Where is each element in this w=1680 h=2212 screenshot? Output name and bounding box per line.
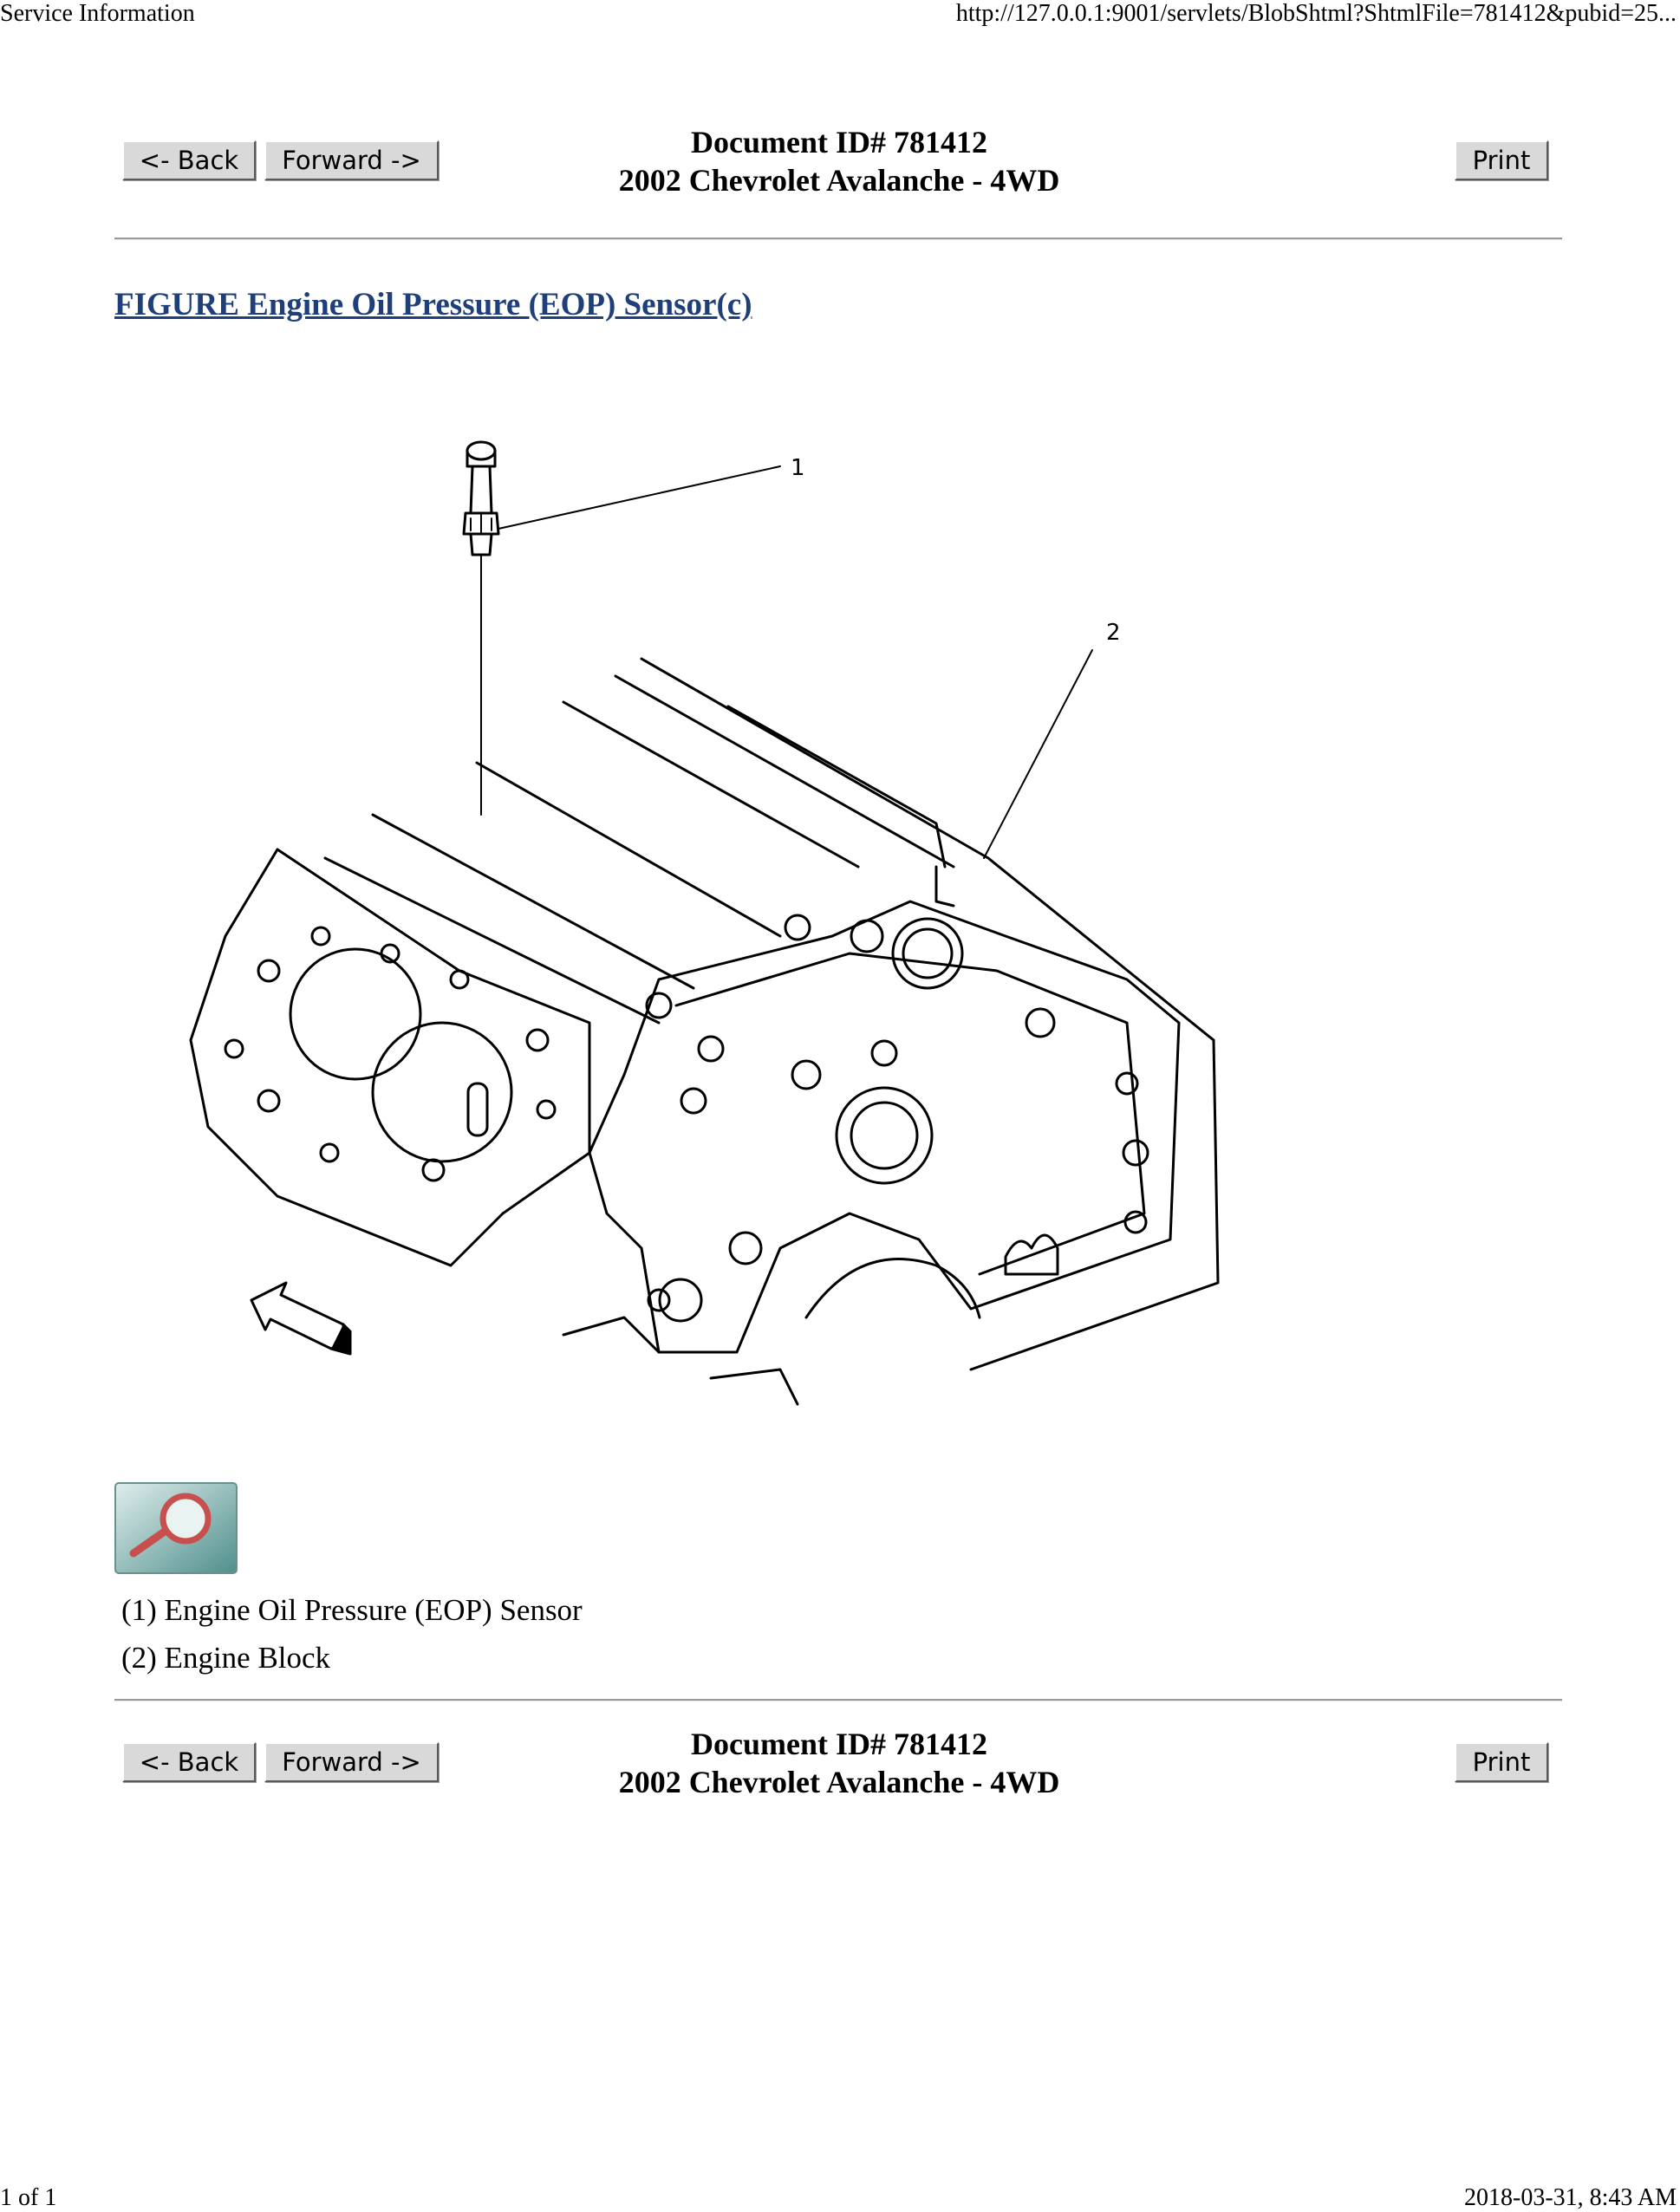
engine-block (189, 657, 1220, 1406)
magnifier-icon[interactable] (114, 1482, 238, 1574)
header-divider (114, 237, 1562, 240)
legend-item-2: (2) Engine Block (121, 1641, 331, 1675)
document-id: Document ID# 781412 (691, 125, 987, 159)
footer-divider (114, 1699, 1562, 1701)
legend-item-1: (1) Engine Oil Pressure (EOP) Sensor (121, 1593, 583, 1627)
figure-title-link[interactable]: FIGURE Engine Oil Pressure (EOP) Sensor(… (114, 287, 752, 322)
page-url: http://127.0.0.1:9001/servlets/BlobShtml… (955, 0, 1677, 27)
back-button-bottom[interactable]: <- Back (122, 1742, 256, 1782)
print-timestamp: 2018-03-31, 8:43 AM (1464, 2184, 1677, 2211)
vehicle-title-bottom: 2002 Chevrolet Avalanche - 4WD (618, 1765, 1060, 1799)
engine-illustration: 1 2 (173, 416, 1266, 1439)
document-header-bottom: Document ID# 781412 2002 Chevrolet Avala… (492, 1725, 1186, 1801)
eop-sensor (462, 440, 500, 816)
page-count: 1 of 1 (0, 2184, 57, 2211)
callout-1: 1 (791, 455, 805, 481)
page-title: Service Information (0, 0, 195, 27)
back-button[interactable]: <- Back (122, 140, 256, 180)
callout-2: 2 (1106, 620, 1121, 646)
document-header: Document ID# 781412 2002 Chevrolet Avala… (492, 123, 1186, 199)
document-id-bottom: Document ID# 781412 (691, 1727, 987, 1761)
forward-button[interactable]: Forward -> (264, 140, 439, 180)
front-arrow-icon (250, 1281, 352, 1356)
print-button-bottom[interactable]: Print (1455, 1742, 1548, 1782)
vehicle-title: 2002 Chevrolet Avalanche - 4WD (618, 163, 1060, 198)
forward-button-bottom[interactable]: Forward -> (264, 1742, 439, 1782)
print-button[interactable]: Print (1455, 140, 1548, 180)
